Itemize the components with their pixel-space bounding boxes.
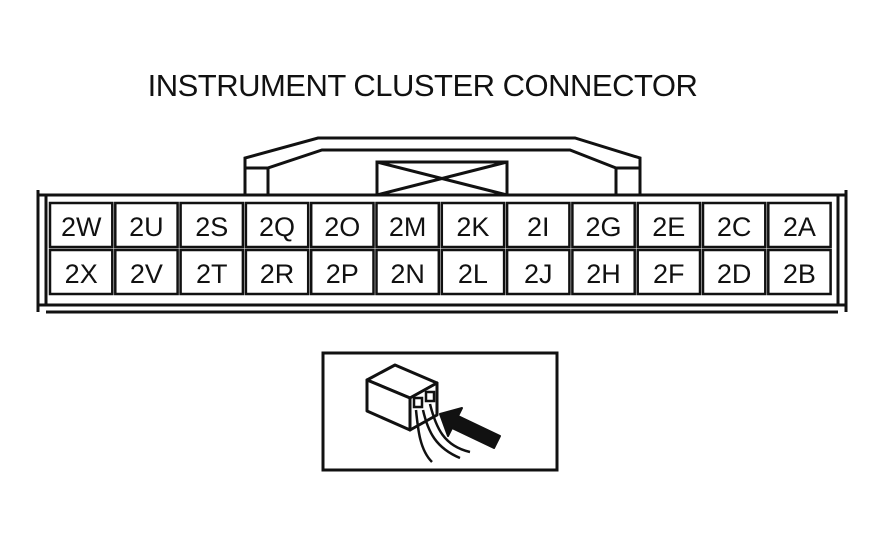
pin-cell xyxy=(571,201,636,249)
pin-label: 2K xyxy=(456,212,489,242)
pin-label: 2T xyxy=(196,259,228,289)
pin-label: 2O xyxy=(324,212,360,242)
pin-label: 2S xyxy=(195,212,228,242)
pin-cell xyxy=(309,248,375,296)
pin-label: 2A xyxy=(783,212,816,242)
pin-cell xyxy=(701,248,767,296)
pin-label: 2I xyxy=(527,212,550,242)
pin-cell xyxy=(114,201,179,249)
pin-cell xyxy=(375,201,441,249)
pin-cell xyxy=(767,248,832,296)
connector-lock-tab xyxy=(243,136,642,195)
connector-housing xyxy=(36,190,848,314)
pin-cell xyxy=(571,248,636,296)
pin-cell xyxy=(48,248,114,296)
pin-label: 2C xyxy=(717,212,752,242)
pin-label: 2R xyxy=(260,259,295,289)
pin-label: 2W xyxy=(61,212,102,242)
pin-label: 2H xyxy=(586,259,621,289)
pin-grid: 2W 2U 2S 2Q 2O 2M 2K 2I 2G 2E 2C 2A 2X 2V 2T 2R 2P 2N 2L 2J… xyxy=(48,201,832,296)
pin-label: 2L xyxy=(458,259,488,289)
pin-cell xyxy=(375,248,441,296)
pin-cell xyxy=(244,201,310,249)
pin-cell xyxy=(636,248,702,296)
pin-label: 2G xyxy=(585,212,621,242)
pin-cell xyxy=(505,248,571,296)
pin-cell xyxy=(505,201,571,249)
pin-cell xyxy=(114,248,179,296)
pin-cell xyxy=(440,248,506,296)
pin-cell xyxy=(309,201,375,249)
pin-cell xyxy=(244,248,310,296)
pin-label: 2P xyxy=(326,259,359,289)
pin-label: 2N xyxy=(390,259,425,289)
pin-cell xyxy=(440,201,506,249)
pin-label: 2E xyxy=(652,212,685,242)
pin-cell xyxy=(636,201,702,249)
connector-latch xyxy=(375,160,509,197)
pin-cell xyxy=(179,248,245,296)
pin-cell xyxy=(179,201,245,249)
pin-label: 2Q xyxy=(259,212,295,242)
pin-label: 2M xyxy=(389,212,427,242)
pin-label: 2F xyxy=(653,259,685,289)
diagram-title: INSTRUMENT CLUSTER CONNECTOR xyxy=(147,68,698,103)
pin-label: 2D xyxy=(717,259,752,289)
pin-label: 2V xyxy=(130,259,163,289)
pin-label: 2B xyxy=(783,259,816,289)
pin-label: 2U xyxy=(129,212,164,242)
pin-cell xyxy=(48,201,114,249)
pin-label: 2J xyxy=(524,259,553,289)
pin-label: 2X xyxy=(65,259,98,289)
pin-cell xyxy=(701,201,767,249)
harness-side-connector-view-icon xyxy=(321,351,559,472)
pin-cell xyxy=(767,201,832,249)
